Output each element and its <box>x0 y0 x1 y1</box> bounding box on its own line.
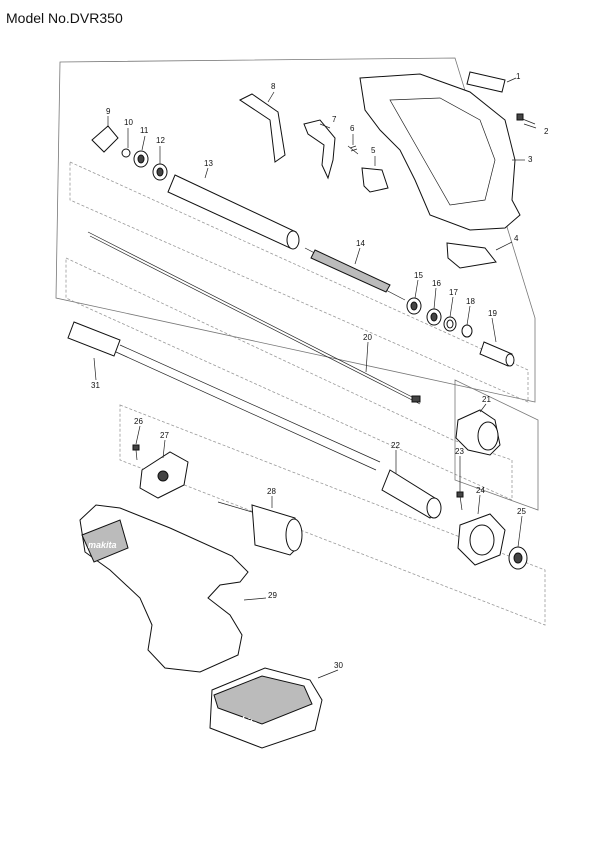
part-3-housing <box>359 73 521 231</box>
part-17-ring <box>443 316 457 332</box>
label-part-14: 14 <box>356 239 365 248</box>
part-18-ring <box>461 324 473 338</box>
sub-frame-barrel <box>69 161 529 403</box>
part-6-spring <box>347 145 359 155</box>
part-24-flange <box>457 513 506 566</box>
part-9-bit-holder <box>91 125 119 153</box>
label-part-8: 8 <box>271 82 276 91</box>
label-part-12: 12 <box>156 136 165 145</box>
part-22-tube-assembly <box>381 469 442 519</box>
makita-logo-handle: makita <box>88 540 117 550</box>
label-part-20: 20 <box>363 333 372 342</box>
label-part-27: 27 <box>160 431 169 440</box>
label-part-21: 21 <box>482 395 491 404</box>
label-part-5: 5 <box>371 146 376 155</box>
label-part-15: 15 <box>414 271 423 280</box>
label-part-24: 24 <box>476 486 485 495</box>
part-5-switch <box>361 167 389 193</box>
part-28-motor <box>217 501 303 556</box>
assembly-frame <box>55 57 536 403</box>
label-part-22: 22 <box>391 441 400 450</box>
part-8-belt-hook <box>239 93 286 163</box>
part-31-shaft-assembly <box>67 321 381 471</box>
part-30-battery-holder: makita <box>209 667 323 749</box>
label-part-30: 30 <box>334 661 343 670</box>
part-14-spindle <box>304 247 406 301</box>
part-7-lever <box>303 119 336 180</box>
leader-lines <box>93 77 537 679</box>
part-27-motor-plate <box>139 451 189 499</box>
part-4-cover-plate <box>446 242 497 269</box>
label-part-29: 29 <box>268 591 277 600</box>
label-part-23: 23 <box>455 447 464 456</box>
part-21-gear-case <box>455 409 501 456</box>
part-16-washer <box>426 308 442 326</box>
part-15-bearing <box>406 297 422 315</box>
label-part-3: 3 <box>528 155 533 164</box>
part-10-ring <box>121 148 131 158</box>
label-part-17: 17 <box>449 288 458 297</box>
part-12-bearing <box>152 163 168 181</box>
label-part-9: 9 <box>106 107 111 116</box>
sub-frame-motor <box>119 404 546 626</box>
label-part-31: 31 <box>91 381 100 390</box>
label-part-13: 13 <box>204 159 213 168</box>
part-23-screw <box>456 491 464 511</box>
label-part-25: 25 <box>517 507 526 516</box>
part-13-tube <box>167 174 300 250</box>
part-1-label-plate <box>466 71 506 93</box>
part-25-bearing <box>508 546 528 570</box>
model-number-title: Model No.DVR350 <box>6 10 123 26</box>
label-part-2: 2 <box>544 127 549 136</box>
part-20-rod <box>87 231 421 405</box>
label-part-1: 1 <box>516 72 521 81</box>
label-part-28: 28 <box>267 487 276 496</box>
label-part-7: 7 <box>332 115 337 124</box>
label-part-19: 19 <box>488 309 497 318</box>
label-part-10: 10 <box>124 118 133 127</box>
label-part-4: 4 <box>514 234 519 243</box>
label-part-6: 6 <box>350 124 355 133</box>
part-29-housing: makita <box>79 504 249 673</box>
label-part-26: 26 <box>134 417 143 426</box>
sub-frame-front <box>454 379 539 511</box>
part-11-bearing <box>133 150 149 168</box>
part-2-screw <box>516 113 536 125</box>
label-part-18: 18 <box>466 297 475 306</box>
part-19-sleeve <box>479 341 515 367</box>
part-26-screw <box>132 444 140 461</box>
label-part-16: 16 <box>432 279 441 288</box>
sub-frame-rod <box>65 257 513 501</box>
label-part-11: 11 <box>140 126 149 135</box>
part-number-labels: 1 2 3 4 5 6 7 8 9 10 11 12 13 14 15 16 1… <box>91 72 549 670</box>
